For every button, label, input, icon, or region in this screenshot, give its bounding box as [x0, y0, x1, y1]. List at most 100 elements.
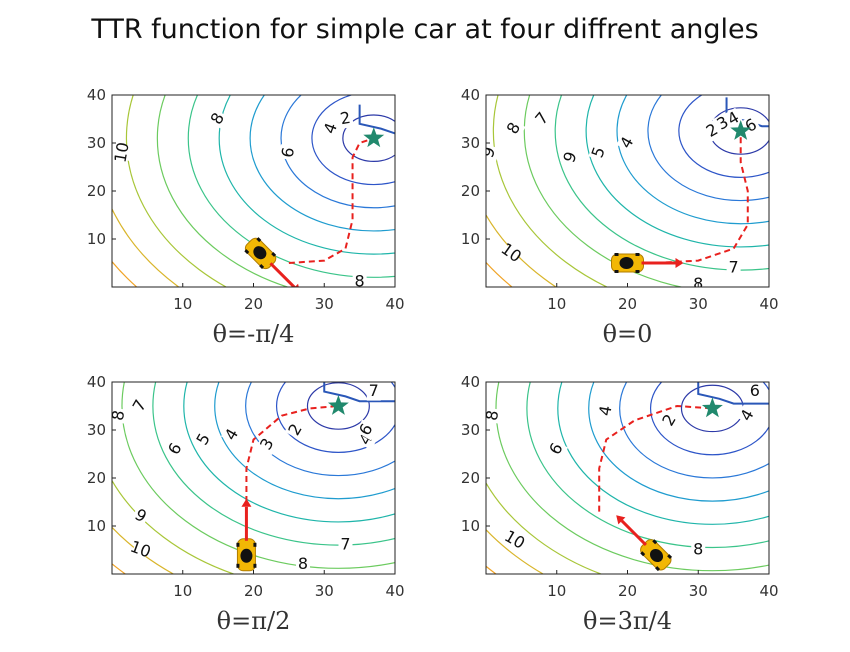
contour-label-bg	[220, 424, 244, 446]
y-tick-label: 40	[461, 86, 480, 104]
contour-label-bg	[130, 539, 150, 561]
x-tick-label: 40	[759, 582, 778, 600]
contour-label-bg	[278, 144, 299, 162]
contour-label: 7	[369, 381, 379, 400]
contour-label-bg	[658, 409, 682, 431]
car-icon	[236, 538, 257, 572]
car-wheel	[635, 253, 640, 256]
car-wheel	[271, 251, 277, 257]
obstacle-boundary	[697, 382, 769, 405]
heading-arrow	[620, 519, 647, 546]
car-windshield	[619, 257, 634, 269]
obstacle-boundary	[358, 104, 395, 135]
goal-star-icon	[327, 395, 349, 415]
contour-label-bg	[596, 402, 617, 420]
contour-label: 8	[693, 274, 703, 293]
contour-level-10	[486, 261, 514, 287]
contour-level-5	[218, 95, 395, 255]
goal-star-icon	[701, 397, 723, 418]
contour-label: 6	[750, 381, 760, 400]
y-tick-label: 20	[461, 182, 480, 200]
y-tick-label: 10	[461, 230, 480, 248]
contour-level-2	[649, 382, 769, 456]
contour-label: 7	[729, 257, 739, 276]
contour-level-3	[647, 95, 769, 202]
contour-level-4	[214, 382, 395, 500]
y-tick-label: 40	[87, 86, 106, 104]
contour-label: 10	[128, 537, 154, 562]
car-windshield	[253, 246, 267, 260]
contour-label-bg	[691, 275, 706, 287]
car-wheel	[256, 237, 262, 243]
contour-label-bg	[192, 429, 216, 451]
car-wheel	[259, 264, 265, 269]
trajectory-path	[288, 137, 375, 264]
y-tick-label: 30	[461, 421, 480, 439]
contour-label-bg	[337, 108, 354, 130]
car-windshield	[649, 548, 664, 563]
contour-label-bg	[503, 529, 525, 552]
contour-level-4	[249, 95, 395, 232]
y-tick-label: 10	[87, 517, 106, 535]
heading-arrowhead	[241, 498, 252, 507]
car-wheel	[667, 554, 673, 560]
y-tick-label: 20	[87, 182, 106, 200]
y-tick-label: 20	[461, 469, 480, 487]
contour-label: 8	[355, 272, 365, 291]
contour-level-3	[245, 382, 395, 477]
trajectory-path	[655, 131, 749, 264]
contour-label-bg	[352, 273, 367, 287]
contour-label: 4	[595, 404, 615, 417]
contour-label-bg	[723, 107, 745, 131]
goal-star-icon	[730, 120, 752, 140]
contour-level-8	[125, 95, 228, 287]
contour-level-6	[187, 95, 395, 278]
trajectory-path	[598, 404, 713, 512]
figure-title: TTR function for simple car at four diff…	[91, 14, 759, 45]
contour-level-7	[523, 95, 685, 287]
contour-label-bg	[740, 114, 762, 138]
heading-arrowhead	[616, 515, 626, 525]
goal-star-icon	[363, 127, 385, 148]
contour-level-2	[311, 95, 395, 186]
y-tick-label: 30	[461, 134, 480, 152]
contour-label: 10	[501, 526, 528, 553]
x-tick-label: 10	[547, 295, 566, 313]
contour-label: 10	[498, 239, 526, 266]
y-tick-label: 10	[87, 230, 106, 248]
contour-level-3	[619, 382, 769, 479]
car-wheel	[652, 539, 658, 545]
subplot-title: θ=3π/4	[583, 607, 672, 635]
contour-label: 6	[278, 146, 298, 159]
heading-arrowhead	[675, 258, 684, 268]
contour-level-9	[486, 213, 558, 287]
y-tick-label: 20	[87, 469, 106, 487]
x-tick-label: 20	[618, 295, 637, 313]
car-wheel	[236, 563, 240, 568]
contour-label-bg	[726, 258, 741, 277]
car-wheel	[614, 270, 619, 273]
car-wheel	[236, 542, 240, 547]
contour-level-8	[492, 95, 609, 287]
car-windshield	[240, 548, 253, 563]
car-wheel	[655, 566, 661, 572]
contour-label-bg	[560, 147, 582, 168]
contour-label-bg	[112, 144, 133, 162]
x-tick-label: 30	[689, 582, 708, 600]
y-tick-label: 40	[87, 373, 106, 391]
car-icon	[611, 253, 644, 273]
car-wheel	[253, 563, 257, 568]
y-tick-label: 10	[461, 517, 480, 535]
contour-level-6	[526, 382, 769, 549]
contour-label: 8	[693, 540, 703, 559]
subplot-title: θ=-π/4	[213, 320, 295, 348]
car-icon	[640, 539, 673, 572]
